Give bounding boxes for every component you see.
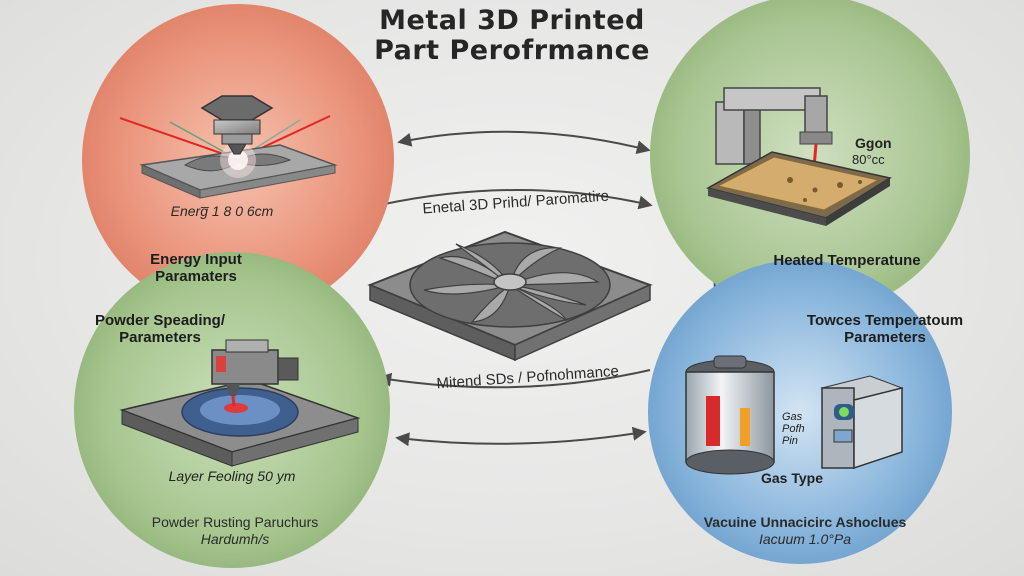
heated-temperature-label: Heated Temperatune [773, 252, 921, 269]
energy-input-label-line2: Paramaters [155, 268, 237, 285]
build-plate-icon [139, 142, 338, 199]
recoater-head-icon [211, 339, 299, 407]
gas-label-1: Gas [782, 411, 803, 423]
center-bottom-label: Mitend SDs / Pofnohmance [436, 363, 619, 393]
heated-temperature-circle [650, 0, 970, 315]
energy-input-label: Energy Input Paramaters [96, 251, 296, 285]
arrow-top [397, 130, 651, 155]
gas-label-2: Pofh [782, 423, 805, 435]
center-top-label: Enetal 3D Prihd/ Paromatire [422, 188, 609, 218]
diagram-title-line1: Metal 3D Printed [379, 5, 645, 36]
powder-spreading-label-line1: Powder Speading/ [94, 312, 226, 329]
gas-type-circle: Gas Pofh Pin [648, 260, 952, 564]
argon-label: Ggon [855, 135, 892, 151]
temperature-value: 80°cc [852, 152, 885, 167]
energy-input-circle [82, 4, 394, 316]
robot-arm-icon [715, 87, 833, 169]
vacuum-note-line1: Vacuine Unnacicirc Ashoclues [703, 514, 907, 530]
gas-chamber-icon [685, 355, 775, 475]
gas-controller-icon [820, 375, 904, 470]
gas-type-caption: Gas Type [761, 470, 823, 486]
laser-head-icon [200, 95, 274, 155]
arrow-bottom [395, 426, 647, 447]
powder-note-line2: Hardumh/s [200, 531, 270, 547]
powder-spreading-circle [74, 252, 390, 568]
vacuum-note-line2: Iacuum 1.0°Pa [759, 531, 851, 547]
gas-label-3: Pin [782, 435, 798, 447]
energy-input-label-line1: Energy Input [150, 251, 242, 268]
energy-caption: Energ̅ 1 8 0 6cm [171, 203, 274, 219]
arrow-inner-bottom [377, 369, 651, 389]
arrow-inner-top [379, 189, 653, 210]
powder-note-line1: Powder Rusting Paruchurs [151, 514, 319, 530]
temperature-parameters-label-line2: Parameters [844, 329, 926, 346]
powder-note: Powder Rusting Paruchurs Hardumh/s [90, 514, 380, 548]
temperature-parameters-label-line1: Towces Temperatoum [806, 312, 964, 329]
printed-part-icon [367, 230, 653, 362]
heated-bed-icon [705, 151, 892, 226]
powder-spreading-label: Powder Speading/ Parameters [40, 312, 280, 346]
powder-bed-icon [119, 379, 361, 467]
vacuum-note: Vacuine Unnacicirc Ashoclues Iacuum 1.0°… [640, 514, 970, 548]
diagram-title-line2: Part Perofrmance [374, 35, 650, 66]
temperature-parameters-label: Towces Temperatoum Parameters [760, 312, 1010, 346]
powder-spreading-label-line2: Parameters [119, 329, 201, 346]
layer-caption: Layer Feoling 50 ym [169, 468, 296, 484]
